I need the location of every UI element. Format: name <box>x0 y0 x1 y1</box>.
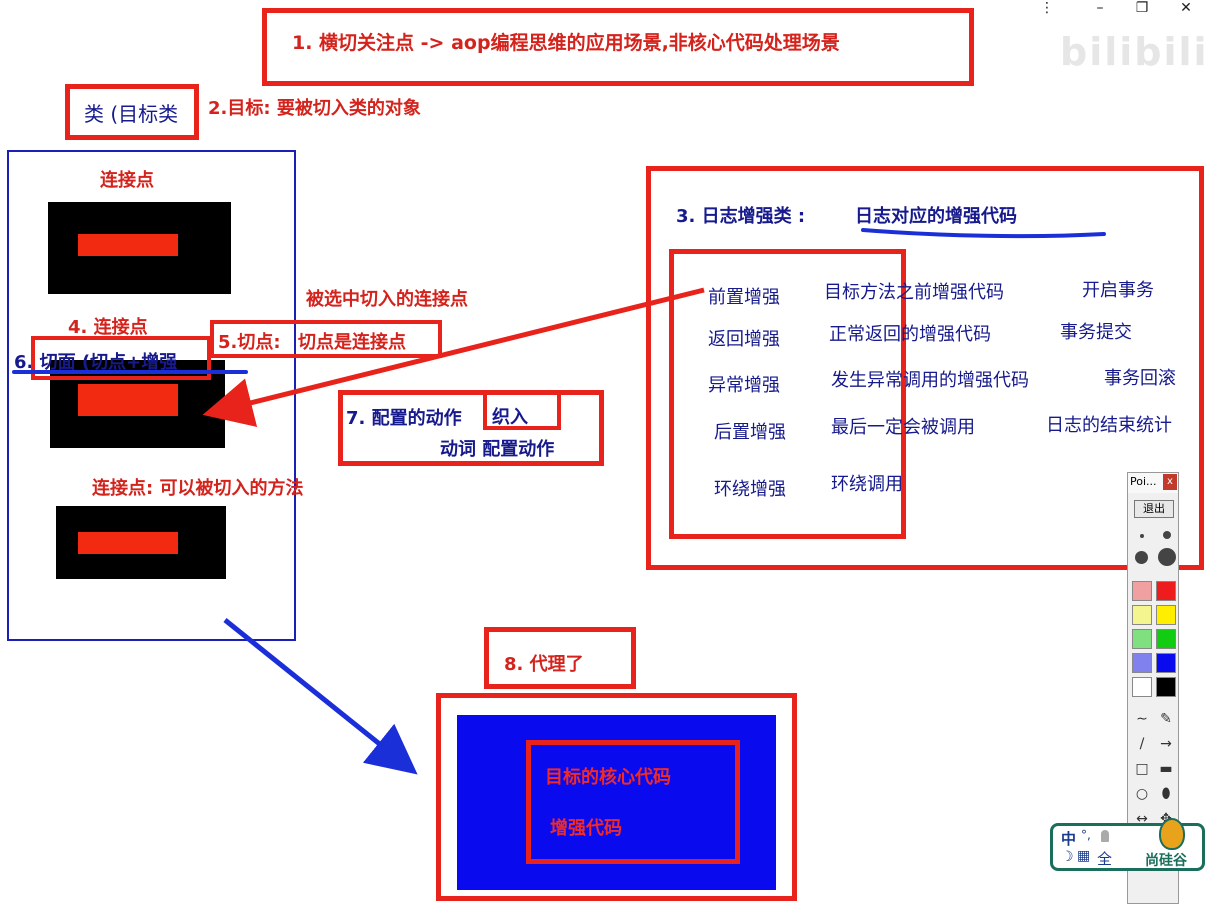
aspect-highlight <box>31 336 211 380</box>
ime-moon-icon[interactable]: ☽ <box>1061 849 1074 865</box>
advice-type: 后置增强 <box>714 422 786 443</box>
proxy-core-text: 目标的核心代码 <box>545 767 671 788</box>
pointcut-value: 切点是连接点 <box>298 332 406 353</box>
advice-class-prefix: 3. 日志增强类 : <box>676 206 806 227</box>
aspect-label: 6. 切面 (切点+增强 <box>14 352 178 373</box>
close-icon[interactable]: ✕ <box>1180 0 1192 16</box>
method-bar-1 <box>78 234 178 256</box>
pointcut-prefix: 5.切点: <box>218 332 281 353</box>
target-note: 2.目标: 要被切入类的对象 <box>208 98 421 119</box>
join-point-top-label: 连接点 <box>100 170 154 191</box>
color-swatch[interactable] <box>1132 605 1152 625</box>
ime-grid-icon[interactable]: ▦ <box>1077 848 1091 864</box>
advice-desc: 目标方法之前增强代码 <box>824 282 1004 303</box>
eraser-icon[interactable]: ✎ <box>1160 711 1172 727</box>
brush-small-dot[interactable] <box>1140 534 1144 538</box>
method-bar-3 <box>78 532 178 554</box>
color-swatch[interactable] <box>1156 605 1176 625</box>
color-swatch[interactable] <box>1156 677 1176 697</box>
brush-medium-dot[interactable] <box>1163 531 1171 539</box>
rectangle-icon[interactable]: □ <box>1135 761 1149 777</box>
method-bar-2 <box>78 384 178 416</box>
color-swatch[interactable] <box>1132 629 1152 649</box>
brush-large-dot[interactable] <box>1135 551 1148 564</box>
advice-transaction: 日志的结束统计 <box>1046 415 1172 436</box>
target-class-label: 类 (目标类 <box>84 102 179 126</box>
aspect-underline <box>12 370 248 374</box>
color-swatch[interactable] <box>1132 653 1152 673</box>
palette-close-icon[interactable]: x <box>1163 474 1177 490</box>
brush-xlarge-dot[interactable] <box>1158 548 1176 566</box>
color-swatch[interactable] <box>1132 581 1152 601</box>
proxy-outer-box <box>436 693 797 901</box>
advice-class-value: 日志对应的增强代码 <box>855 206 1017 227</box>
target-class-box <box>65 84 199 140</box>
ime-mode[interactable]: 中 <box>1061 830 1077 848</box>
color-swatch[interactable] <box>1132 677 1152 697</box>
join-point-4-label: 4. 连接点 <box>68 317 148 338</box>
palette-exit-button[interactable]: 退出 <box>1134 500 1174 518</box>
ime-punct-icon[interactable]: °, <box>1081 828 1091 842</box>
proxy-enhance-text: 增强代码 <box>550 818 622 839</box>
arrow-icon[interactable]: → <box>1160 736 1172 752</box>
line-icon[interactable]: / <box>1139 736 1145 752</box>
weave-subtext: 动词 配置动作 <box>440 439 555 460</box>
menu-icon[interactable]: ⋮ <box>1040 0 1054 16</box>
double-arrow-icon[interactable]: ↔ <box>1136 811 1148 827</box>
weave-prefix: 7. 配置的动作 <box>346 408 462 429</box>
crosscut-banner <box>262 8 974 86</box>
color-swatch[interactable] <box>1156 653 1176 673</box>
advice-transaction: 事务提交 <box>1060 322 1132 343</box>
restore-icon[interactable]: ❐ <box>1135 0 1149 16</box>
advice-desc: 发生异常调用的增强代码 <box>831 370 1029 391</box>
advice-desc: 环绕调用 <box>831 474 903 495</box>
palette-title: Poi... <box>1130 475 1157 488</box>
selected-join-point-label: 被选中切入的连接点 <box>306 289 468 310</box>
advice-desc: 最后一定会被调用 <box>831 417 975 438</box>
weave-keyword: 织入 <box>492 407 528 428</box>
advice-type: 返回增强 <box>708 329 780 350</box>
proxy-label: 8. 代理了 <box>504 654 584 675</box>
advice-type: 环绕增强 <box>714 479 786 500</box>
brand-logo-icon <box>1159 818 1185 850</box>
filled-ellipse-icon[interactable]: ⬮ <box>1161 786 1171 802</box>
color-swatch[interactable] <box>1156 629 1176 649</box>
crosscut-text: 1. 横切关注点 -> aop编程思维的应用场景,非核心代码处理场景 <box>292 32 840 54</box>
brand-name: 尚硅谷 <box>1145 853 1187 869</box>
advice-transaction: 事务回滚 <box>1104 368 1176 389</box>
advice-desc: 正常返回的增强代码 <box>829 324 991 345</box>
advice-type: 异常增强 <box>708 375 780 396</box>
ime-toolbar[interactable]: 中 °, ☽ ▦ 全 尚硅谷 <box>1050 818 1205 871</box>
watermark: bilibili <box>1060 30 1205 74</box>
advice-underline <box>861 228 1106 239</box>
ime-full-width[interactable]: 全 <box>1097 850 1113 868</box>
proxy-label-box <box>484 627 636 689</box>
advice-transaction: 开启事务 <box>1082 280 1154 301</box>
advice-type: 前置增强 <box>708 287 780 308</box>
ellipse-icon[interactable]: ○ <box>1135 786 1149 802</box>
minimize-icon[interactable]: – <box>1096 0 1104 16</box>
proxy-inner-box <box>526 740 740 864</box>
join-point-desc: 连接点: 可以被切入的方法 <box>92 478 304 499</box>
palette-titlebar[interactable]: Poi... x <box>1128 473 1178 493</box>
color-swatch[interactable] <box>1156 581 1176 601</box>
freehand-icon[interactable]: ∼ <box>1136 711 1148 727</box>
ime-user-icon <box>1101 830 1109 842</box>
filled-rectangle-icon[interactable]: ▬ <box>1159 761 1173 777</box>
